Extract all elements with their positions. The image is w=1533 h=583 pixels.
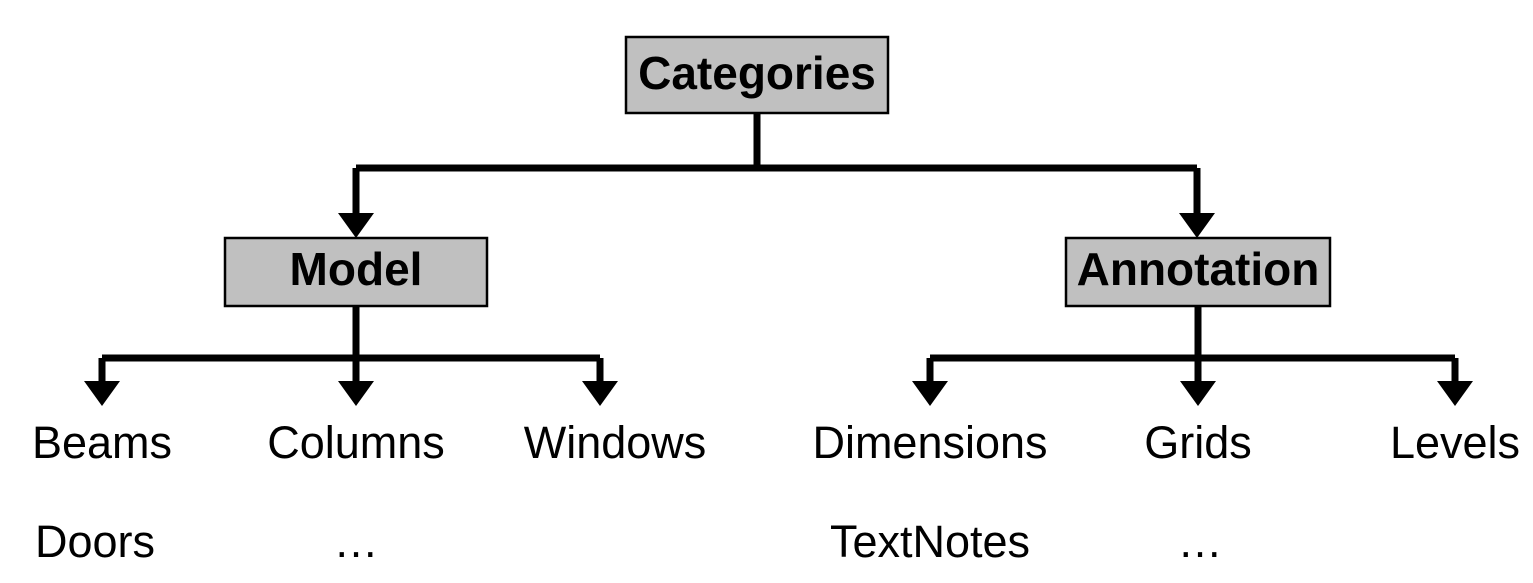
leaf-label-textnotes[interactable]: TextNotes <box>830 516 1030 567</box>
arrowhead-columns <box>338 381 374 406</box>
leaf-label-columns[interactable]: Columns <box>267 417 445 468</box>
leaf-label-annotation-ellipsis: … <box>1178 516 1223 567</box>
node-categories-label: Categories <box>638 47 876 99</box>
node-model[interactable]: Model <box>223 236 489 308</box>
node-annotation[interactable]: Annotation <box>1064 236 1332 308</box>
arrowhead-beams <box>84 381 120 406</box>
leaf-group-annotation: Dimensions Grids Levels TextNotes … <box>812 417 1520 567</box>
node-categories[interactable]: Categories <box>624 35 890 115</box>
connector-categories-to-branches <box>338 113 1215 238</box>
node-model-label: Model <box>290 243 423 295</box>
node-annotation-box <box>1064 236 1332 308</box>
node-categories-box <box>624 35 890 115</box>
connector-model-to-leaves <box>84 306 618 406</box>
arrowhead-annotation <box>1179 213 1215 238</box>
leaf-label-grids[interactable]: Grids <box>1144 417 1252 468</box>
leaf-label-dimensions[interactable]: Dimensions <box>812 417 1047 468</box>
leaf-label-levels[interactable]: Levels <box>1390 417 1520 468</box>
arrowhead-model <box>338 213 374 238</box>
arrowhead-dimensions <box>912 381 948 406</box>
node-annotation-label: Annotation <box>1077 243 1320 295</box>
leaf-label-windows[interactable]: Windows <box>524 417 707 468</box>
connector-annotation-to-leaves <box>912 306 1473 406</box>
arrowhead-grids <box>1180 381 1216 406</box>
leaf-label-model-ellipsis: … <box>334 516 379 567</box>
leaf-label-doors[interactable]: Doors <box>35 516 155 567</box>
arrowhead-windows <box>582 381 618 406</box>
leaf-label-beams[interactable]: Beams <box>32 417 172 468</box>
leaf-group-model: Beams Columns Windows Doors … <box>32 417 706 567</box>
arrowhead-levels <box>1437 381 1473 406</box>
